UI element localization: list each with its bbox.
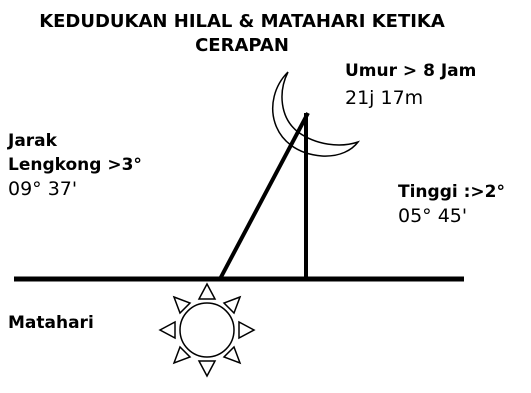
moon-age-value: 21j 17m	[345, 87, 424, 109]
altitude-value: 05° 45'	[398, 205, 468, 227]
diagram-title-line2: CERAPAN	[195, 35, 289, 56]
elongation-label-line1: Jarak	[8, 131, 57, 151]
sun-icon	[158, 282, 256, 378]
moon-age-label: Umur > 8 Jam	[345, 61, 477, 81]
elongation-label-line2: Lengkong >3°	[8, 155, 142, 175]
sun-label: Matahari	[8, 313, 94, 333]
crescent-moon-icon	[272, 71, 361, 157]
elongation-line	[218, 112, 310, 280]
elongation-value: 09° 37'	[8, 178, 78, 200]
diagram-title-line1: KEDUDUKAN HILAL & MATAHARI KETIKA	[39, 11, 445, 32]
altitude-label: Tinggi :>2°	[398, 182, 505, 202]
